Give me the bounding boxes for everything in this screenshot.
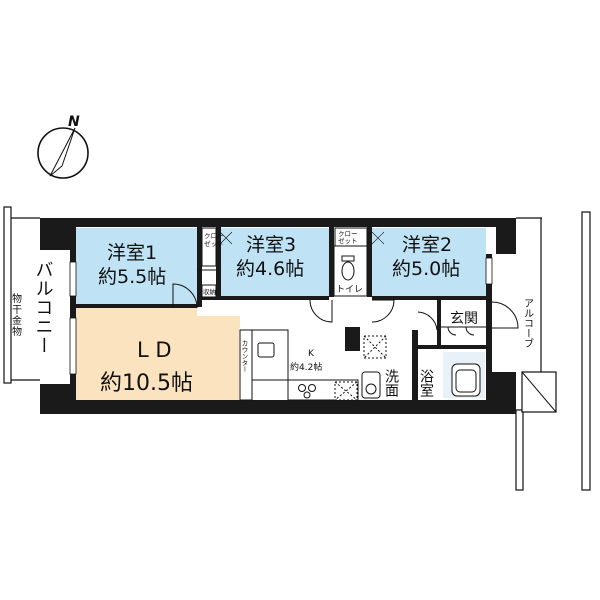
wall-right-column — [486, 372, 516, 414]
wall-partition — [418, 345, 486, 349]
laundry-space — [363, 335, 387, 359]
room-ld-name: L D — [137, 338, 172, 362]
room-western1-fill — [76, 228, 197, 307]
door-swing — [172, 283, 198, 309]
closet-label: ゼット — [338, 236, 358, 245]
wall-top — [56, 218, 516, 227]
compass-north-label: N — [68, 114, 80, 130]
room-western2-fill — [372, 228, 486, 297]
drying-rack-label: 物干金物 — [10, 292, 22, 337]
room-ld-size: 約10.5帖 — [100, 371, 193, 396]
toilet-tank — [341, 255, 355, 262]
counter-label: カウンター — [240, 340, 248, 373]
gate-swing — [521, 371, 557, 413]
wall-partition — [367, 227, 372, 297]
wall-partition — [329, 227, 334, 297]
compass-needle-light — [49, 127, 76, 177]
doors — [172, 231, 519, 336]
closet-western1 — [201, 227, 217, 267]
room-entrance: 玄関 — [450, 310, 478, 327]
bathtub-inner — [455, 369, 477, 393]
walls — [40, 218, 516, 414]
window — [69, 317, 77, 375]
laundry-cross — [363, 335, 387, 359]
window — [69, 261, 77, 297]
closet-label: ゼット — [204, 239, 224, 248]
shoe-cabinet — [441, 326, 486, 336]
room-western2-size: 約5.0帖 — [392, 258, 460, 280]
alcove-area — [515, 211, 591, 491]
wall-left-column — [40, 218, 76, 250]
door-swing — [309, 299, 333, 323]
kitchen-fixtures — [239, 329, 359, 401]
closets — [201, 227, 368, 298]
room-western1-name: 洋室1 — [107, 242, 157, 264]
wall-right-column — [496, 218, 516, 254]
wall-partition — [372, 296, 492, 300]
room-bath: 浴室 — [418, 369, 434, 397]
wall-left-column — [40, 384, 76, 414]
wall-partition — [345, 327, 360, 351]
room-western2-name: 洋室2 — [402, 234, 452, 256]
sink-icon — [257, 342, 275, 358]
alcove-label: アルコーブ — [522, 298, 534, 348]
storage-label: 収納 — [203, 287, 216, 296]
room-washroom: 洗面 — [383, 369, 399, 397]
wall-partition — [197, 227, 202, 307]
toilet-label: トイレ — [336, 285, 363, 295]
closet-door — [371, 231, 385, 245]
closet-label: クロー — [338, 230, 358, 238]
stove-burner-icon — [308, 384, 316, 392]
door-swing — [371, 299, 395, 323]
closet-label: クロー — [204, 232, 224, 240]
wall-bottom — [56, 400, 496, 414]
room-western3-name: 洋室3 — [246, 234, 296, 256]
fridge-cross — [334, 381, 358, 401]
stove-burner-icon — [298, 384, 306, 392]
wall-right — [486, 254, 492, 372]
room-kitchen-size: 約4.2帖 — [290, 361, 322, 373]
storage-small — [201, 284, 217, 298]
room-kitchen-name: K — [308, 349, 315, 359]
room-western1-size: 約5.5帖 — [98, 266, 166, 288]
exterior-railing — [581, 211, 591, 491]
windows — [69, 257, 493, 375]
room-western3-fill — [221, 228, 329, 296]
wall-partition — [216, 227, 221, 297]
wet-area-fixtures — [361, 335, 481, 399]
balcony-rail — [3, 206, 12, 384]
compass: N — [37, 114, 89, 179]
washbasin-bowl-icon — [365, 383, 377, 395]
door-swing — [491, 301, 519, 329]
toilet-icon — [341, 261, 355, 281]
door-swing — [219, 231, 233, 245]
room-western3-size: 約4.6帖 — [236, 258, 304, 280]
window — [485, 257, 493, 285]
wall-partition — [412, 330, 418, 400]
door-swing — [417, 311, 438, 331]
stove-burner-icon — [303, 391, 311, 399]
balcony — [3, 206, 40, 384]
exterior-railing — [515, 409, 524, 491]
wall-partition — [202, 296, 329, 300]
balcony-label: バルコニー — [33, 260, 54, 355]
wall-partition — [76, 304, 197, 308]
room-ld-fill — [76, 308, 240, 400]
wall-partition — [437, 300, 441, 346]
wall-left — [70, 250, 76, 384]
